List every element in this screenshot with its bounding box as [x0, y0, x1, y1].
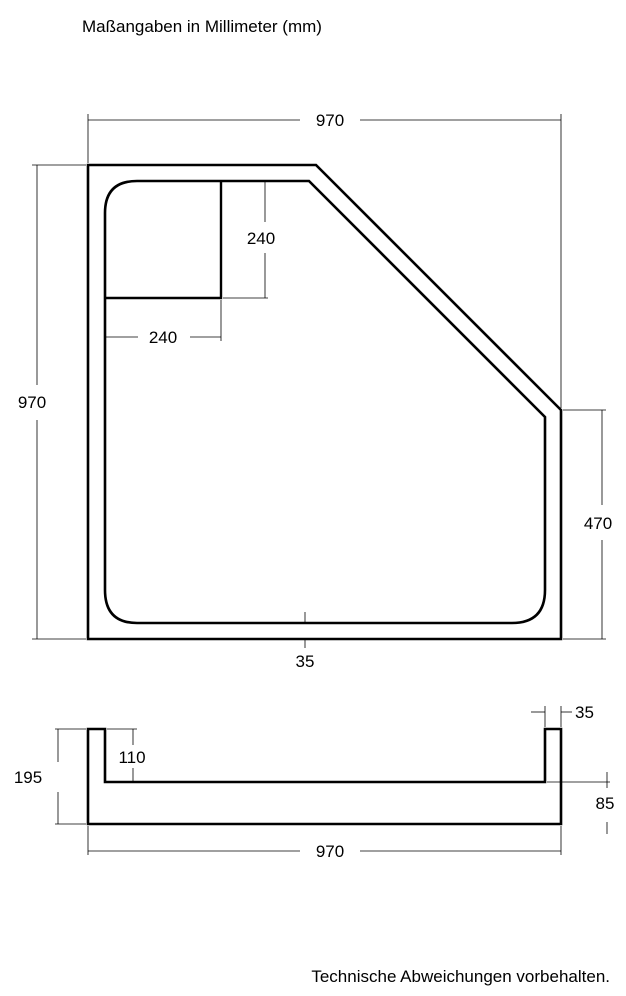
label-corner-depth: 240 — [247, 229, 275, 248]
dimension-corner-width — [105, 300, 222, 341]
label-floor: 85 — [596, 794, 615, 813]
tray-outer-outline — [86, 163, 563, 641]
tray-inner-outline — [103, 179, 547, 625]
dimension-corner-depth — [223, 180, 268, 299]
units-note: Maßangaben in Millimeter (mm) — [82, 17, 322, 36]
plan-view: 970 970 470 240 — [18, 111, 612, 671]
tray-side-profile — [86, 727, 563, 826]
dimension-top-width — [87, 114, 562, 408]
dimension-right-side — [563, 409, 606, 640]
label-top-width: 970 — [316, 111, 344, 130]
label-bottom-width: 970 — [316, 842, 344, 861]
dimension-floor — [547, 772, 610, 834]
dimension-total-height — [55, 728, 86, 825]
dimension-wall — [531, 706, 572, 727]
label-right-side: 470 — [584, 514, 612, 533]
label-left-depth: 970 — [18, 393, 46, 412]
dimension-bottom-width — [87, 826, 562, 855]
corner-square — [105, 181, 223, 300]
label-rim: 35 — [296, 652, 315, 671]
disclaimer: Technische Abweichungen vorbehalten. — [311, 967, 610, 986]
dimension-inner-depth — [107, 728, 137, 782]
label-wall: 35 — [575, 703, 594, 722]
label-total-height: 195 — [14, 768, 42, 787]
label-inner-depth: 110 — [118, 748, 145, 767]
side-view: 195 110 35 85 970 — [14, 703, 615, 861]
dimension-left-depth — [32, 164, 86, 640]
label-corner-width: 240 — [149, 328, 177, 347]
